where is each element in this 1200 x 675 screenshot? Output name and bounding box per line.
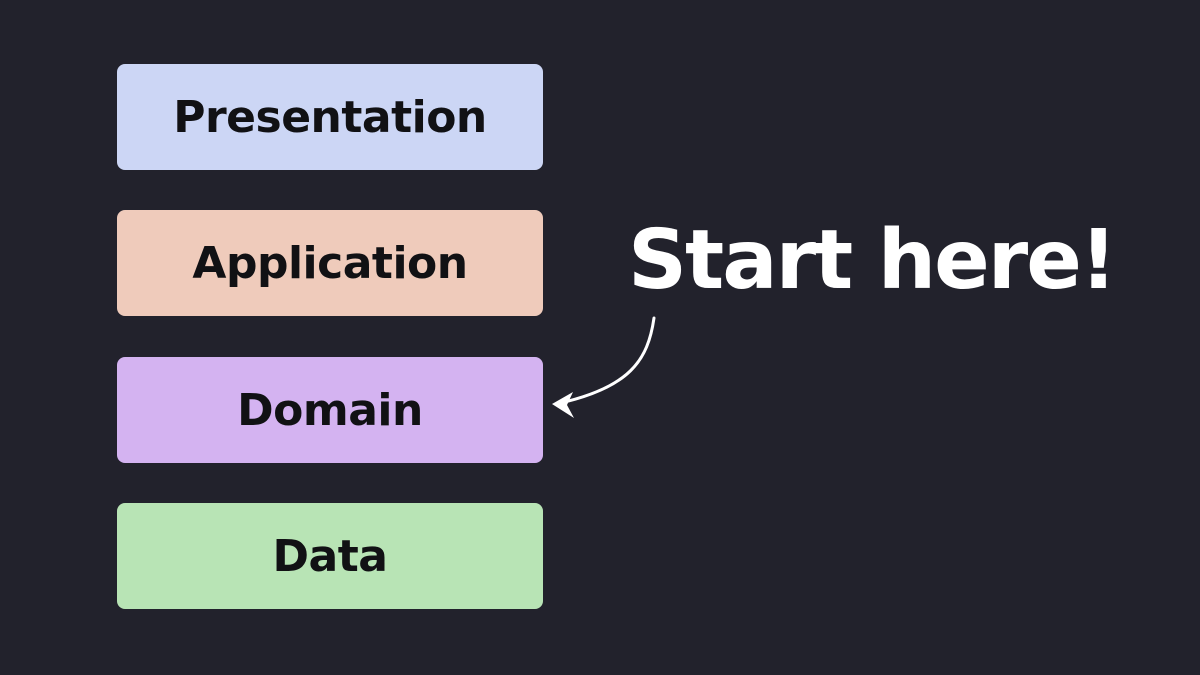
arrow-shaft <box>554 316 656 406</box>
layer-presentation-label: Presentation <box>173 91 487 143</box>
layer-presentation: Presentation <box>117 64 543 170</box>
start-here-callout: Start here! <box>628 213 1117 308</box>
layer-data: Data <box>117 503 543 609</box>
layer-application-label: Application <box>192 237 468 289</box>
layer-data-label: Data <box>272 530 388 582</box>
layer-domain: Domain <box>117 357 543 463</box>
layer-domain-label: Domain <box>237 384 423 436</box>
layer-application: Application <box>117 210 543 316</box>
arrow-head <box>552 392 574 418</box>
curved-arrow-icon <box>552 316 656 418</box>
